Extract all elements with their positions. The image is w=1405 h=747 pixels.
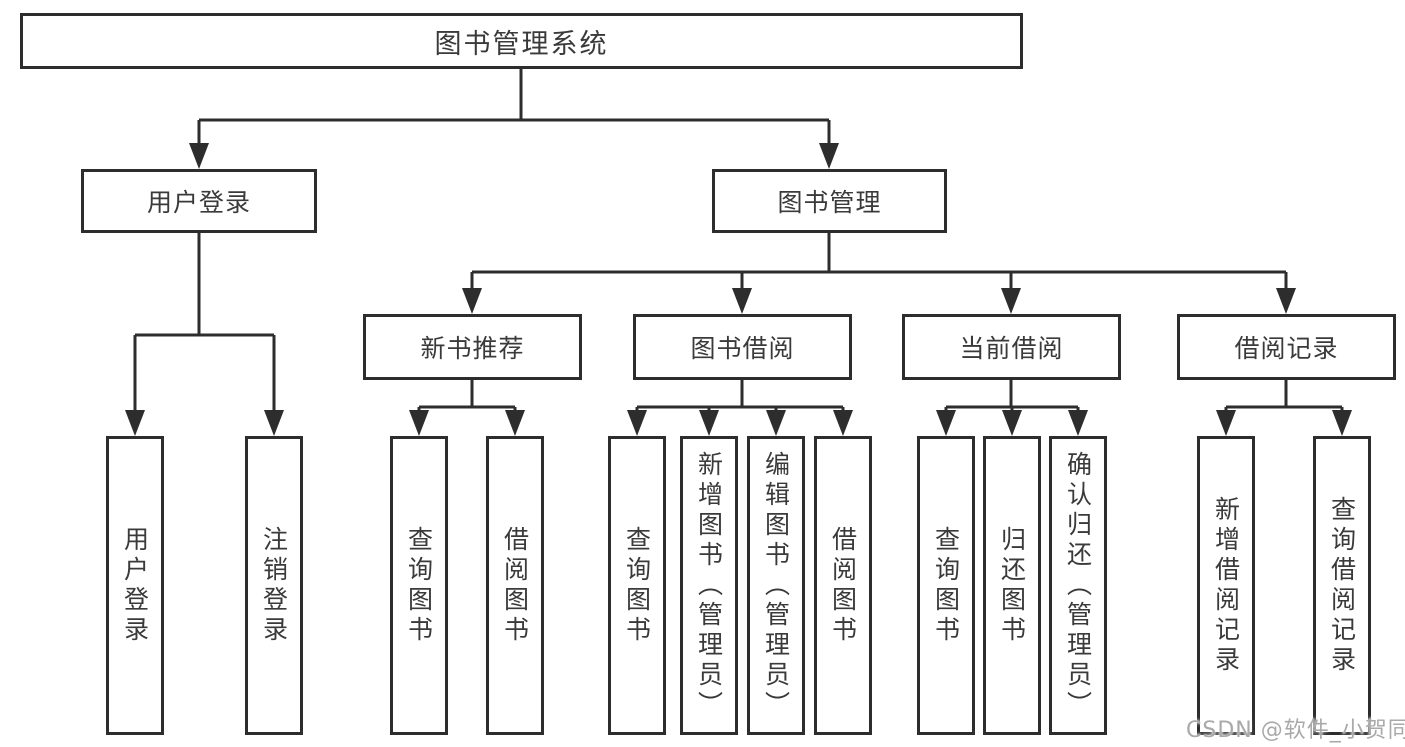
leaf-label: 新增图书（管理员） xyxy=(694,450,724,721)
node-label: 当前借阅 xyxy=(959,334,1064,363)
leaf-label: 查询图书 xyxy=(622,525,652,646)
leaf-query-book-borrow: 查询图书 xyxy=(608,436,666,735)
arrowhead xyxy=(409,410,429,436)
arrowhead xyxy=(1068,410,1088,436)
arrowhead xyxy=(699,410,719,436)
edge-borrow-record-to-children xyxy=(1224,380,1344,413)
leaf-query-borrow-record: 查询借阅记录 xyxy=(1313,436,1371,735)
arrowhead xyxy=(732,288,752,314)
node-book-borrow: 图书借阅 xyxy=(633,314,852,380)
edge-book-management-to-level3 xyxy=(470,233,1288,290)
node-label: 借阅记录 xyxy=(1234,334,1339,363)
node-library-management-system: 图书管理系统 xyxy=(20,13,1023,69)
leaf-label: 查询借阅记录 xyxy=(1327,495,1357,676)
node-borrow-record: 借阅记录 xyxy=(1177,314,1396,380)
arrowhead xyxy=(505,410,525,436)
node-label: 图书借阅 xyxy=(690,334,795,363)
node-new-book-recommend: 新书推荐 xyxy=(363,314,582,380)
arrowhead xyxy=(1216,410,1236,436)
arrowhead xyxy=(936,410,956,436)
csdn-watermark: CSDN @软件_小贺同学 xyxy=(1186,718,1405,743)
arrowhead xyxy=(264,410,284,436)
leaf-query-book-recommend: 查询图书 xyxy=(390,436,448,735)
arrowhead xyxy=(1002,410,1022,436)
arrowhead xyxy=(1001,288,1021,314)
arrowhead xyxy=(833,410,853,436)
arrowhead xyxy=(189,143,209,169)
leaf-return-book: 归还图书 xyxy=(983,436,1041,735)
arrowhead xyxy=(462,288,482,314)
arrowhead xyxy=(766,410,786,436)
node-label: 图书管理 xyxy=(777,188,882,217)
arrowhead xyxy=(125,410,145,436)
arrowhead xyxy=(1332,410,1352,436)
arrowheads xyxy=(125,143,1352,436)
leaf-borrow-book-recommend: 借阅图书 xyxy=(486,436,544,735)
leaf-label: 查询图书 xyxy=(931,525,961,646)
leaf-logout-login: 注销登录 xyxy=(245,436,303,735)
edge-root-to-level2 xyxy=(197,69,831,145)
leaf-query-book-current: 查询图书 xyxy=(917,436,975,735)
arrowhead xyxy=(819,143,839,169)
leaf-label: 用户登录 xyxy=(120,525,150,646)
leaf-user-login: 用户登录 xyxy=(106,436,164,735)
arrowhead xyxy=(627,410,647,436)
arrowhead xyxy=(1276,288,1296,314)
leaf-label: 借阅图书 xyxy=(500,525,530,646)
leaf-label: 借阅图书 xyxy=(828,525,858,646)
node-label: 新书推荐 xyxy=(420,334,525,363)
node-current-borrow: 当前借阅 xyxy=(902,314,1121,380)
edge-new-book-to-children xyxy=(417,380,517,413)
leaf-label: 编辑图书（管理员） xyxy=(761,450,791,721)
leaf-label: 查询图书 xyxy=(404,525,434,646)
leaf-edit-book-admin: 编辑图书（管理员） xyxy=(747,436,805,735)
node-label: 图书管理系统 xyxy=(434,28,609,60)
edge-user-login-to-children xyxy=(133,233,276,412)
edge-current-borrow-to-children xyxy=(944,380,1080,413)
edge-book-borrow-to-children xyxy=(635,380,845,413)
leaf-label: 注销登录 xyxy=(259,525,289,646)
leaf-label: 新增借阅记录 xyxy=(1211,495,1241,676)
leaf-label: 归还图书 xyxy=(997,525,1027,646)
leaf-label: 确认归还（管理员） xyxy=(1063,450,1093,721)
node-book-management: 图书管理 xyxy=(712,169,947,233)
leaf-add-book-admin: 新增图书（管理员） xyxy=(680,436,738,735)
leaf-confirm-return-admin: 确认归还（管理员） xyxy=(1049,436,1107,735)
node-user-login: 用户登录 xyxy=(81,169,317,233)
leaf-add-borrow-record: 新增借阅记录 xyxy=(1197,436,1255,735)
leaf-borrow-book: 借阅图书 xyxy=(814,436,872,735)
node-label: 用户登录 xyxy=(146,188,251,217)
